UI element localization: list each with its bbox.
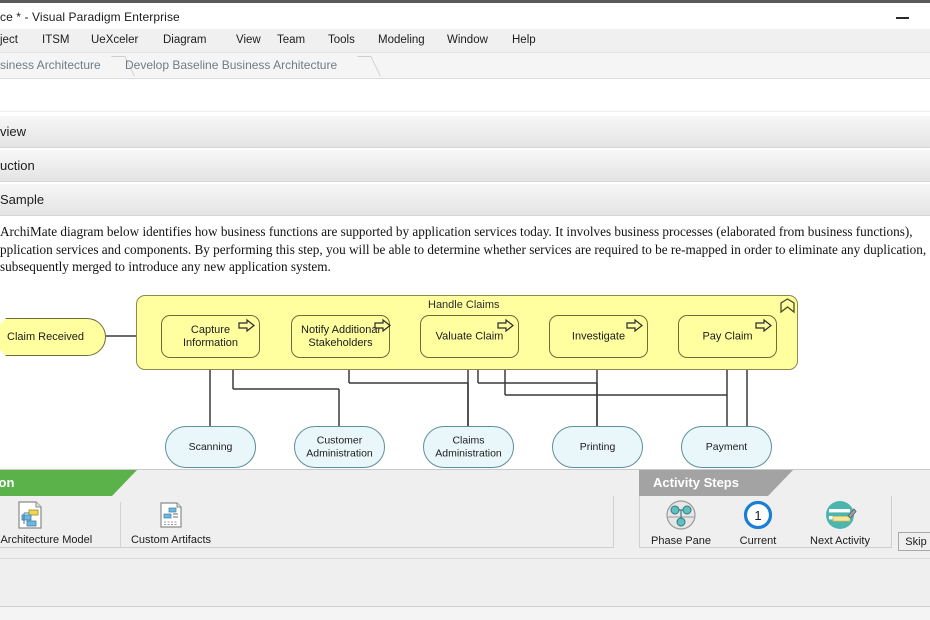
title-bar: ce * - Visual Paradigm Enterprise (0, 0, 930, 29)
content-top-strip (0, 79, 930, 112)
section-label-sample: Sample (0, 192, 45, 207)
grouping-chevron-icon (779, 298, 796, 314)
breadcrumb-label: siness Architecture (0, 58, 101, 72)
menu-item-diagram[interactable]: Diagram (163, 34, 207, 46)
diagram-event-claim-received[interactable]: Claim Received (0, 318, 106, 356)
bottom-bar: Action siness Architecture Model (0, 469, 930, 620)
diagram-process-valuate-claim[interactable]: Valuate Claim (420, 315, 519, 358)
diagram-service-scanning[interactable]: Scanning (165, 426, 256, 468)
current-step-icon: 1 (742, 499, 774, 531)
description-paragraph: ArchiMate diagram below identifies how b… (0, 223, 930, 276)
business-process-arrow-icon (497, 318, 514, 333)
skip-button[interactable]: Skip (898, 532, 930, 551)
menu-item-window[interactable]: Window (447, 34, 488, 46)
custom-artifacts-icon (156, 500, 186, 530)
tool-custom-artifacts[interactable]: Custom Artifacts (126, 500, 216, 546)
description-line-2: pplication services and components. By p… (0, 241, 927, 257)
action-panel (0, 496, 614, 548)
action-panel-header: Action (0, 470, 137, 496)
section-header-overview[interactable]: view (0, 115, 930, 148)
tool-label: Custom Artifacts (130, 534, 212, 546)
menu-bar: ject ITSM UeXceler Diagram View Team Tools Mode… (0, 29, 930, 53)
diagram-group-label: Handle Claims (428, 299, 500, 311)
diagram-process-pay-claim[interactable]: Pay Claim (678, 315, 777, 358)
section-label-introduction: uction (0, 158, 35, 173)
section-label-overview: view (0, 124, 27, 139)
tool-current-step[interactable]: 1 Current (726, 499, 790, 547)
menu-item-team[interactable]: Team (277, 34, 306, 46)
diagram-service-payment[interactable]: Payment (681, 426, 772, 468)
window-title: ce * - Visual Paradigm Enterprise (0, 10, 180, 24)
service-label: Payment (705, 440, 748, 453)
description-line-3: subsequently merged to introduce any new… (0, 259, 331, 274)
business-process-arrow-icon (238, 318, 255, 333)
tool-business-architecture-model[interactable]: siness Architecture Model (0, 500, 97, 546)
bottom-divider (0, 558, 930, 559)
breadcrumb-label: Develop Baseline Business Architecture (125, 58, 338, 72)
breadcrumb-item-1[interactable]: siness Architecture (0, 53, 135, 78)
tool-phase-pane[interactable]: Phase Pane (645, 499, 717, 547)
section-header-sample[interactable]: Sample (0, 183, 930, 216)
menu-item-modeling[interactable]: Modeling (378, 34, 425, 46)
next-activity-icon (824, 499, 857, 531)
business-process-arrow-icon (374, 318, 391, 333)
phase-pane-icon (665, 499, 697, 531)
menu-item-ject[interactable]: ject (0, 34, 18, 46)
tool-next-activity[interactable]: Next Activity (797, 499, 883, 547)
menu-item-itsm[interactable]: ITSM (42, 34, 70, 46)
tool-label: Next Activity (810, 535, 870, 547)
process-label: Pay Claim (702, 330, 753, 342)
section-header-introduction[interactable]: uction (0, 149, 930, 182)
menu-item-help[interactable]: Help (512, 34, 536, 46)
status-bar (0, 606, 930, 620)
minimize-icon[interactable] (890, 9, 916, 27)
service-label: Printing (579, 440, 616, 453)
menu-item-uexceler[interactable]: UeXceler (91, 34, 139, 46)
business-process-arrow-icon (626, 318, 643, 333)
business-process-arrow-icon (755, 318, 772, 333)
menu-item-tools[interactable]: Tools (328, 34, 355, 46)
main-content: view uction Sample ArchiMate diagram bel… (0, 79, 930, 469)
menu-item-view[interactable]: View (236, 34, 261, 46)
diagram-service-printing[interactable]: Printing (552, 426, 643, 468)
diagram-process-investigate[interactable]: Investigate (549, 315, 648, 358)
diagram-event-label: Claim Received (7, 331, 85, 343)
description-line-1: ArchiMate diagram below identifies how b… (0, 224, 913, 239)
process-label: Investigate (571, 330, 626, 342)
toolbar-divider (120, 502, 121, 548)
business-architecture-model-icon (15, 500, 45, 530)
current-step-number: 1 (754, 508, 761, 523)
service-label: Scanning (188, 440, 233, 453)
tool-label: siness Architecture Model (0, 534, 93, 546)
breadcrumb-separator-icon (357, 56, 381, 76)
tool-label: Current (739, 535, 777, 547)
breadcrumb-item-2[interactable]: Develop Baseline Business Architecture (125, 53, 381, 78)
tool-label: Phase Pane (651, 535, 711, 547)
breadcrumb: siness Architecture Develop Baseline Busi… (0, 53, 930, 79)
process-label: Valuate Claim (435, 330, 504, 342)
event-notch (0, 318, 6, 356)
activity-panel-header: Activity Steps (639, 470, 793, 496)
